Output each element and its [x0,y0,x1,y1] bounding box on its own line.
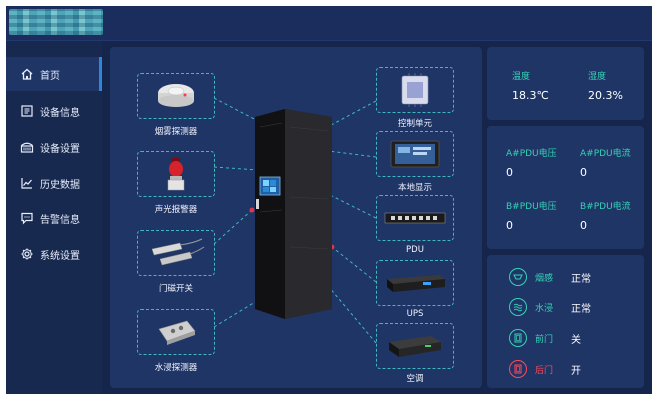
local-display-device[interactable] [376,131,454,177]
cabinet-overview-panel: 烟雾探测器 声光报警器 门磁开关 [110,47,482,388]
status-name: 烟感 [535,273,554,284]
smoke-detector-label: 烟雾探测器 [154,127,198,137]
alarm-message-icon [20,211,34,225]
pdu-strip-icon [384,212,446,224]
nav-item-alarm-info[interactable]: 告警信息 [6,201,102,235]
sound-light-alarm-device[interactable] [137,151,215,197]
sensor-status-card: 烟感 正常 水浸 正常 前门 关 后门 开 [487,255,644,388]
nav-label: 设备设置 [40,143,80,155]
air-conditioner-icon [389,336,441,357]
home-icon [20,67,34,81]
status-value: 正常 [571,273,591,285]
top-bar [6,6,652,41]
status-value: 开 [571,365,581,377]
nav-label: 首页 [40,70,60,82]
pdu-metrics-card: A#PDU电压 A#PDU电流 0 0 B#PDU电压 B#PDU电流 0 0 [487,126,644,249]
device-settings-icon [20,140,34,154]
local-display-label: 本地显示 [397,183,432,193]
status-value: 正常 [571,303,591,315]
door-magnetic-switch-device[interactable] [137,230,215,276]
smoke-detector-icon [158,84,194,107]
history-chart-icon [20,176,34,190]
door-magnet-icon [151,238,205,266]
status-row-front-door: 前门 关 [509,327,581,349]
water-sensor-icon [509,298,527,316]
air-conditioner-device[interactable] [376,323,454,369]
nav-item-home[interactable]: 首页 [6,57,102,91]
logo [9,9,103,35]
water-leak-detector-device[interactable] [137,309,215,355]
siren-icon [167,158,185,191]
nav-label: 告警信息 [40,214,80,226]
a-pdu-current-value: 0 [580,166,587,179]
nav-label: 设备信息 [40,107,80,119]
nav-label: 历史数据 [40,179,80,191]
touch-display-icon [390,140,440,168]
status-row-rear-door: 后门 开 [509,358,581,380]
temperature-label: 温度 [512,72,531,82]
control-unit-label: 控制单元 [397,119,432,129]
smoke-detector-device[interactable] [137,73,215,119]
ups-device[interactable] [376,260,454,306]
nav-item-history[interactable]: 历史数据 [6,166,102,200]
status-row-water: 水浸 正常 [509,296,591,318]
water-sensor-icon [158,320,196,345]
front-door-icon [509,329,527,347]
nav-item-device-info[interactable]: 设备信息 [6,94,102,128]
nav-item-system-settings[interactable]: 系统设置 [6,237,102,271]
b-pdu-voltage-value: 0 [506,219,513,232]
a-pdu-voltage-value: 0 [506,166,513,179]
control-unit-icon [401,73,429,107]
temperature-value: 18.3℃ [512,89,549,102]
sidebar: 首页 设备信息 设备设置 历史数据 告警信息 [6,41,102,394]
door-magnetic-switch-label: 门磁开关 [158,284,193,294]
b-pdu-voltage-label: B#PDU电压 [506,202,557,212]
control-unit-device[interactable] [376,67,454,113]
environment-card: 温度 湿度 18.3℃ 20.3% [487,47,644,120]
gear-icon [20,247,34,261]
rear-door-icon [509,360,527,378]
device-info-icon [20,104,34,118]
b-pdu-current-value: 0 [580,219,587,232]
a-pdu-current-label: A#PDU电流 [580,149,631,159]
status-value: 关 [571,334,581,346]
air-conditioner-label: 空调 [406,374,424,384]
status-row-smoke: 烟感 正常 [509,266,591,288]
smoke-sensor-icon [509,268,527,286]
app-frame: 首页 设备信息 设备设置 历史数据 告警信息 [6,6,652,394]
connector-lines [213,97,377,344]
water-leak-detector-label: 水浸探测器 [154,363,198,373]
status-name: 后门 [535,365,554,376]
pdu-label: PDU [406,245,424,255]
ups-label: UPS [406,309,424,319]
pdu-device[interactable] [376,195,454,241]
a-pdu-voltage-label: A#PDU电压 [506,149,557,159]
status-name: 前门 [535,334,554,345]
nav-label: 系统设置 [40,250,80,262]
humidity-label: 湿度 [588,72,607,82]
sound-light-alarm-label: 声光报警器 [154,205,198,215]
nav-item-device-settings[interactable]: 设备设置 [6,130,102,164]
cabinet-image [255,109,332,319]
b-pdu-current-label: B#PDU电流 [580,202,631,212]
status-name: 水浸 [535,303,554,314]
humidity-value: 20.3% [588,89,623,102]
ups-icon [387,275,445,292]
